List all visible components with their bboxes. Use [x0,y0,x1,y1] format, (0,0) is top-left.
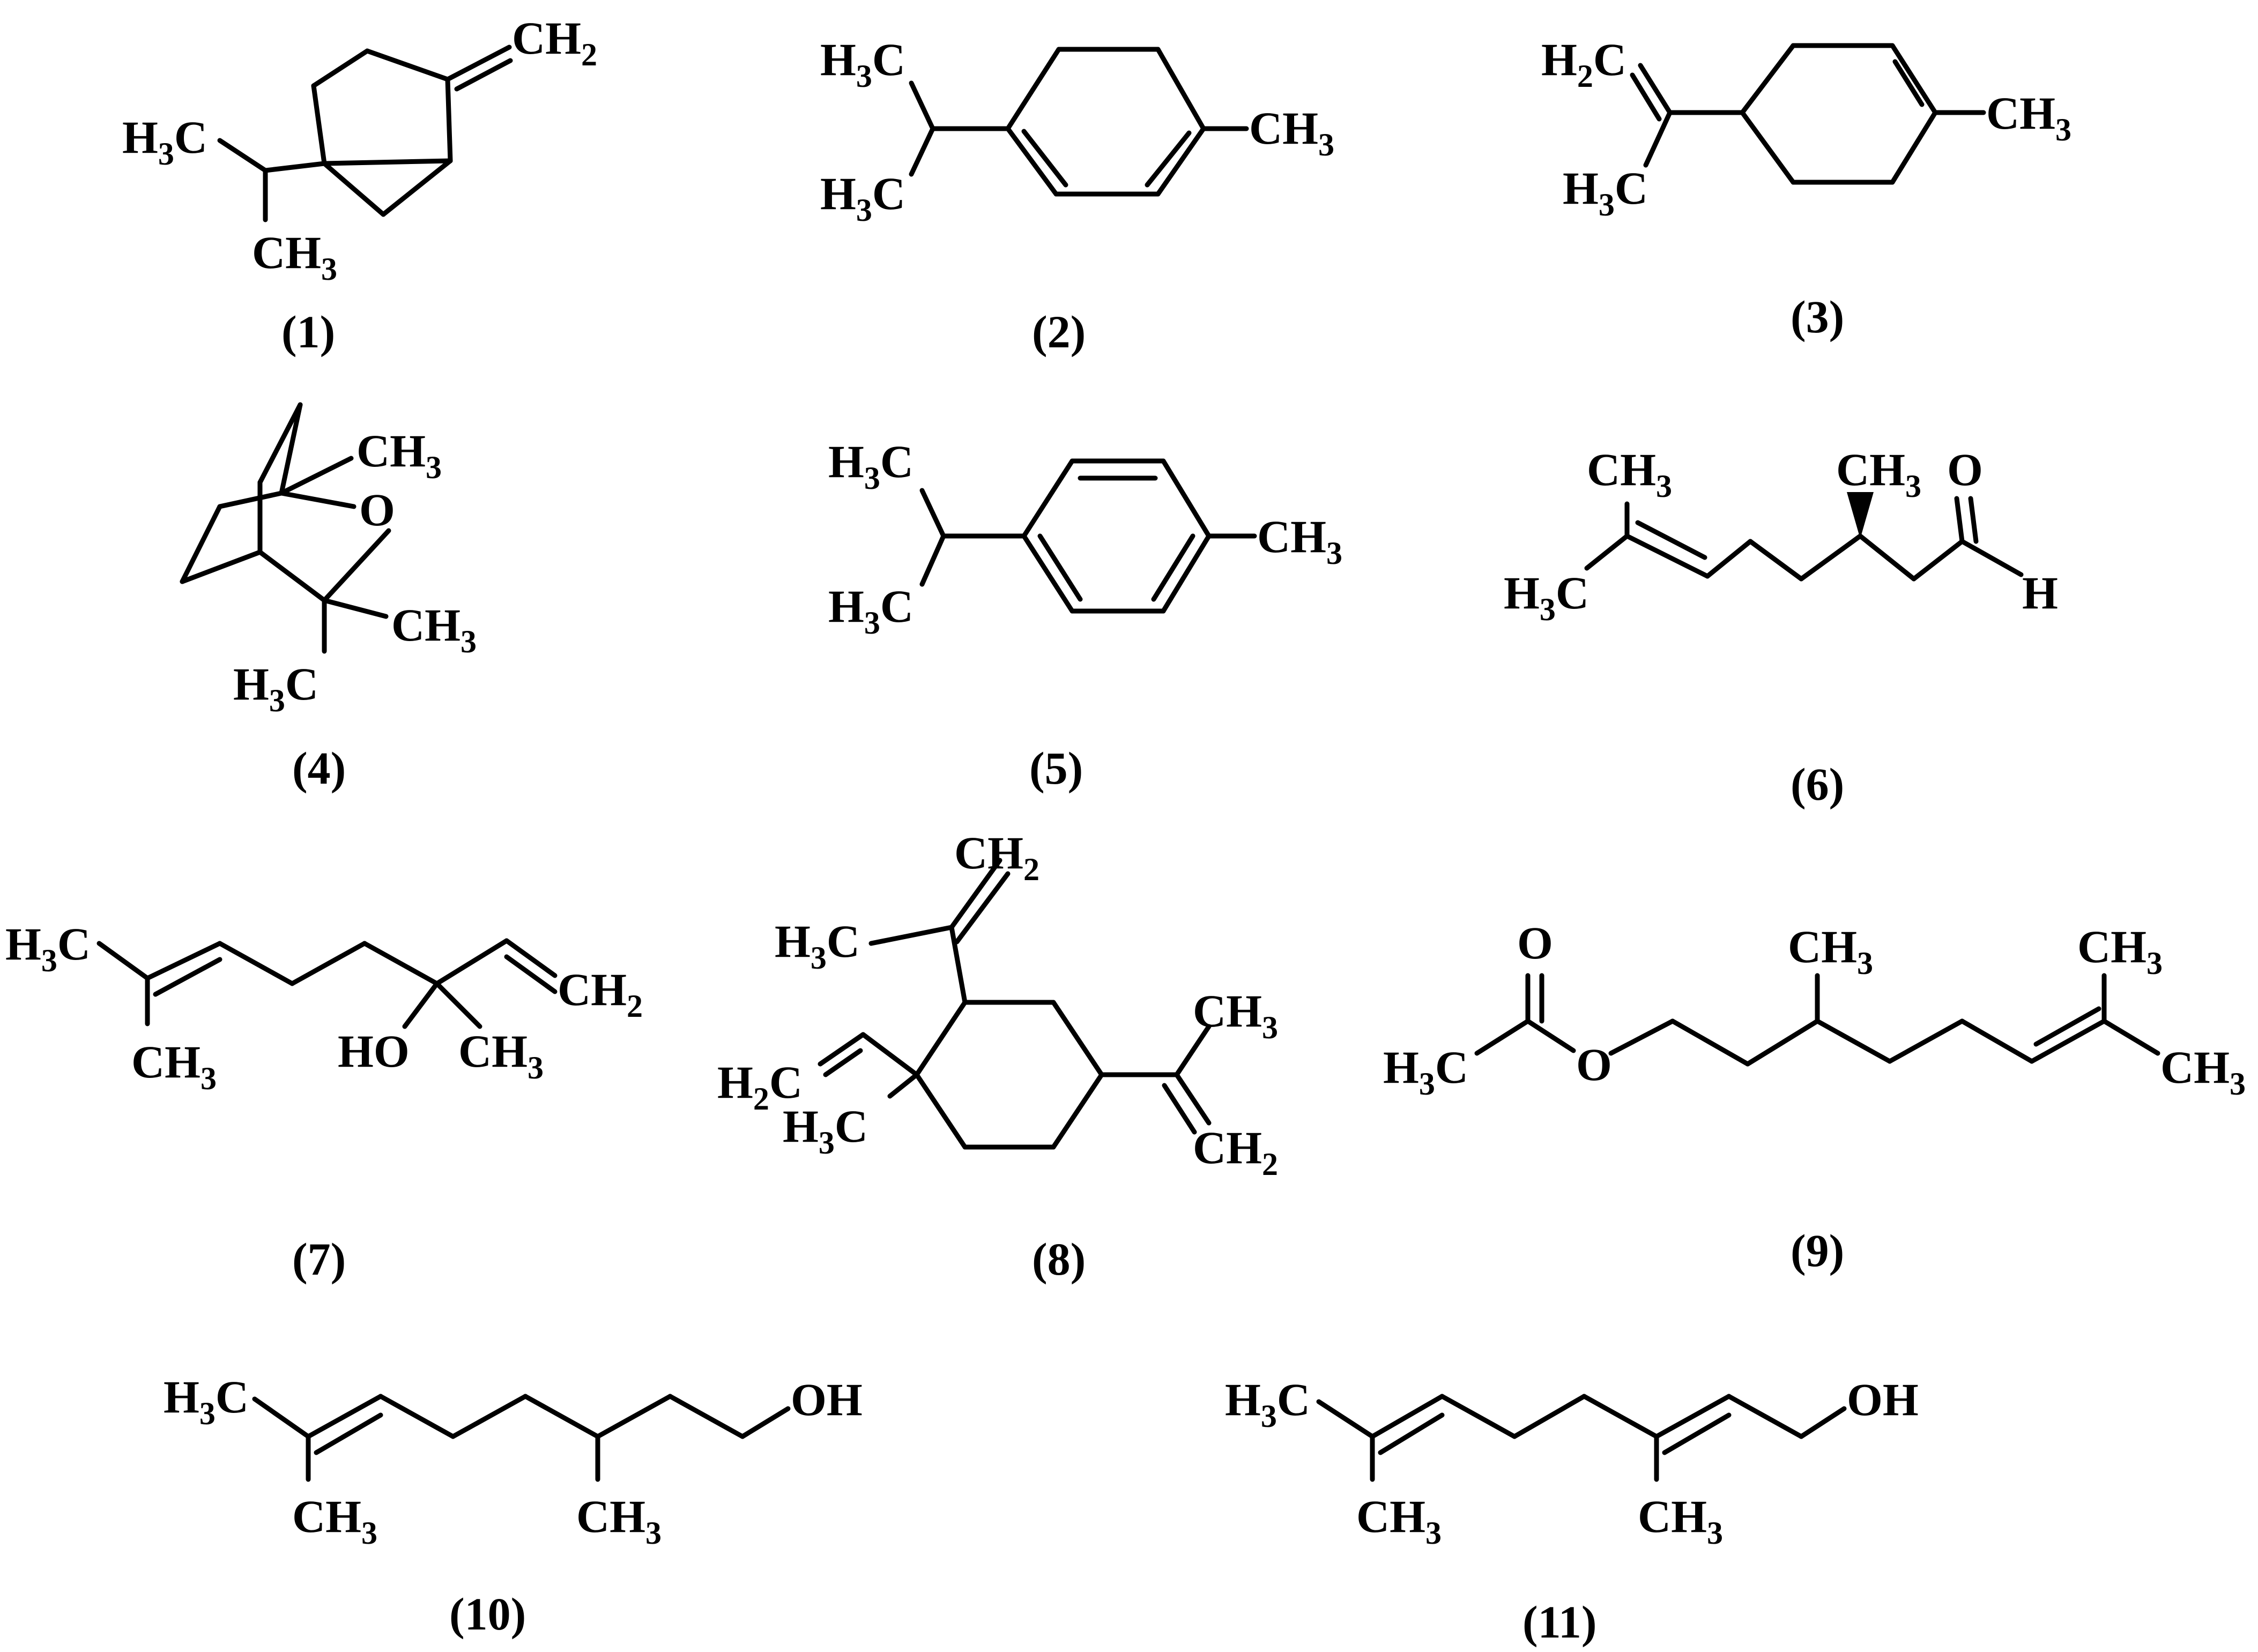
atom-label: H3C [1225,1374,1310,1434]
atom-label: O [1576,1039,1612,1090]
molecule-1: H3C CH3 CH2 (1) [122,12,597,358]
atom-label: H3C [233,658,318,718]
atom-label: O [359,484,395,535]
atom-label: CH3 [458,1025,544,1085]
molecule-1-bonds [217,44,513,222]
atom-label: CH3 [1587,444,1672,504]
molecule-label: (9) [1791,1225,1844,1276]
atom-label: CH3 [2077,921,2163,981]
molecule-6: CH3 H3C CH3 O H (6) [1504,444,2058,810]
molecule-label: (8) [1032,1233,1086,1285]
atom-label: O [1947,444,1983,495]
atom-label: H3C [820,168,905,228]
atom-label: H3C [5,918,91,978]
molecule-2-bonds [909,47,1249,197]
molecule-label: (4) [292,742,346,794]
molecule-label: (3) [1791,291,1844,343]
atom-label: H3C [1563,162,1648,222]
atom-label: H3C [164,1371,249,1431]
atom-label: O [1517,917,1553,969]
atom-label: CH3 [131,1036,217,1096]
molecule-9: O H3C O CH3 CH3 CH3 (9) [1383,917,2246,1276]
atom-label: CH3 [252,227,337,287]
atom-label: HO [338,1025,410,1077]
atom-label: CH2 [954,827,1039,887]
molecule-11: H3C CH3 CH3 OH (11) [1225,1374,1919,1648]
molecule-label: (1) [281,306,335,358]
atom-label: H3C [122,111,207,172]
atom-label: CH3 [1249,102,1334,162]
molecule-6-bonds [1584,492,2024,582]
molecule-3-bonds [1630,43,1986,185]
molecule-10-bonds [252,1394,791,1482]
atom-label: CH3 [576,1491,662,1551]
atom-label: CH2 [558,964,643,1024]
atom-label: CH3 [292,1491,377,1551]
atom-label: CH3 [1836,444,1921,504]
atom-label: CH3 [391,599,477,659]
atom-label: H [2022,567,2058,619]
atom-label: H3C [1504,567,1589,627]
atom-label: OH [791,1374,863,1425]
atom-label: CH3 [1638,1491,1723,1551]
atom-label: CH3 [356,425,442,485]
molecule-label: (11) [1522,1596,1597,1648]
atom-label: OH [1847,1374,1919,1425]
molecule-label: (2) [1032,306,1086,358]
molecule-label: (6) [1791,758,1844,810]
atom-label: CH3 [1788,921,1873,981]
molecule-5: H3C H3C CH3 (5) [828,436,1342,794]
molecule-8: CH2 H3C H2C H3C CH3 CH2 (8) [717,827,1278,1285]
molecule-5-bonds [919,458,1257,614]
atom-label: H3C [820,34,905,94]
molecule-4: CH3 O CH3 H3C (4) [180,402,477,794]
atom-label: CH2 [512,12,597,72]
molecule-11-bonds [1316,1394,1847,1482]
molecule-10: H3C CH3 CH3 OH (10) [164,1371,863,1640]
atom-label: H3C [775,916,860,976]
molecule-3: H2C H3C CH3 (3) [1541,34,2071,343]
atom-label: CH3 [1193,985,1278,1045]
molecule-label: (5) [1029,742,1083,794]
molecule-label: (10) [449,1588,526,1640]
atom-label: H3C [1383,1041,1468,1102]
atom-label: CH3 [1986,87,2071,147]
atom-label: CH3 [1356,1491,1442,1551]
atom-label: H3C [783,1100,868,1160]
atom-label: H3C [828,436,913,496]
atom-label: H3C [828,581,913,641]
molecule-4-bonds [180,402,391,654]
atom-label: CH2 [1193,1122,1278,1182]
molecule-label: (7) [292,1233,346,1285]
atom-label: CH3 [2160,1041,2246,1102]
molecule-8-bonds [818,858,1212,1150]
molecule-9-bonds [1474,973,2160,1067]
molecule-7: H3C CH3 HO CH3 CH2 (7) [5,918,643,1285]
atom-label: H2C [1541,34,1626,94]
molecule-2: H3C H3C CH3 (2) [820,34,1334,358]
molecule-7-bonds [96,938,558,1029]
atom-label: H2C [717,1056,803,1117]
atom-label: CH3 [1257,511,1342,571]
